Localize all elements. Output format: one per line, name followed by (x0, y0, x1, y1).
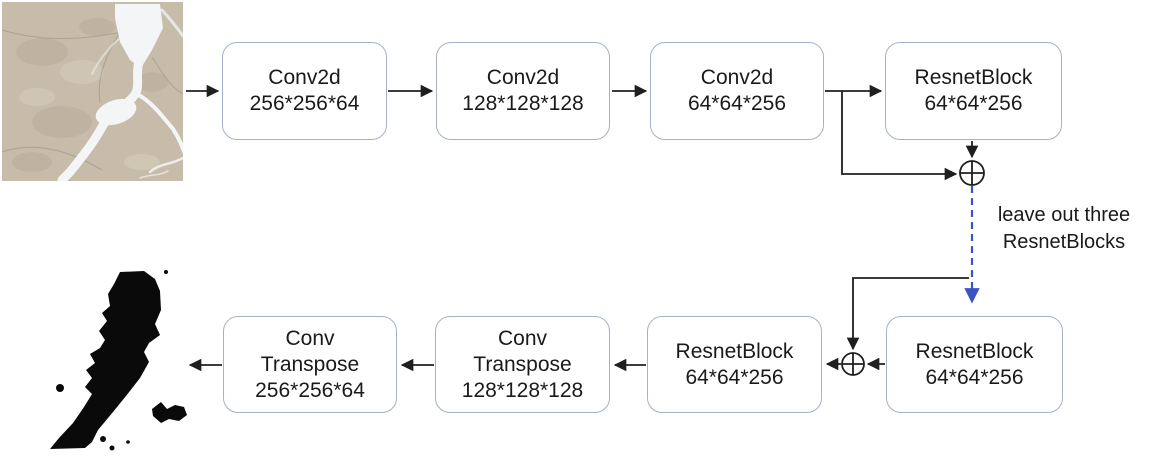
skip-annotation-line2: ResnetBlocks (1002, 231, 1126, 253)
node-conv2d-2: Conv2d 128*128*128 (436, 42, 610, 140)
node-title: Conv (285, 326, 335, 350)
node-title: Conv2d (700, 66, 774, 89)
node-title2: Transpose (473, 352, 572, 376)
sum-junction-1 (959, 160, 985, 186)
node-dims: 256*256*64 (249, 92, 360, 115)
node-conv2d-3: Conv2d 64*64*256 (650, 42, 824, 140)
node-dims: 128*128*128 (462, 92, 584, 115)
node-convtranspose-2: Conv Transpose 256*256*64 (223, 316, 397, 413)
node-resnetblock-bottom-left: ResnetBlock 64*64*256 (647, 316, 822, 413)
node-title: Conv2d (486, 66, 560, 89)
node-title2: Transpose (260, 352, 360, 376)
node-title: ResnetBlock (914, 66, 1033, 89)
node-dims: 256*256*64 (255, 378, 365, 402)
node-dims: 64*64*256 (924, 92, 1023, 115)
skip-annotation-line1: leave out three (997, 204, 1131, 226)
node-title: ResnetBlock (915, 339, 1034, 363)
input-aerial-image (2, 2, 183, 181)
node-title: Conv (497, 326, 548, 350)
node-dims: 128*128*128 (461, 378, 584, 402)
output-mask-image (28, 258, 198, 458)
node-resnetblock-top: ResnetBlock 64*64*256 (885, 42, 1062, 140)
river-mask-graphic (50, 270, 187, 451)
aerial-terrain-graphic (2, 2, 183, 181)
skip-annotation: leave out three ResnetBlocks (978, 202, 1150, 256)
node-title: Conv2d (268, 66, 341, 89)
node-dims: 64*64*256 (687, 92, 787, 115)
node-resnetblock-bottom-right: ResnetBlock 64*64*256 (886, 316, 1063, 413)
node-dims: 64*64*256 (685, 365, 784, 389)
node-conv2d-1: Conv2d 256*256*64 (222, 42, 387, 140)
node-convtranspose-1: Conv Transpose 128*128*128 (435, 316, 610, 413)
node-dims: 64*64*256 (925, 365, 1024, 389)
sum-junction-2 (841, 352, 865, 376)
node-title: ResnetBlock (675, 339, 794, 363)
